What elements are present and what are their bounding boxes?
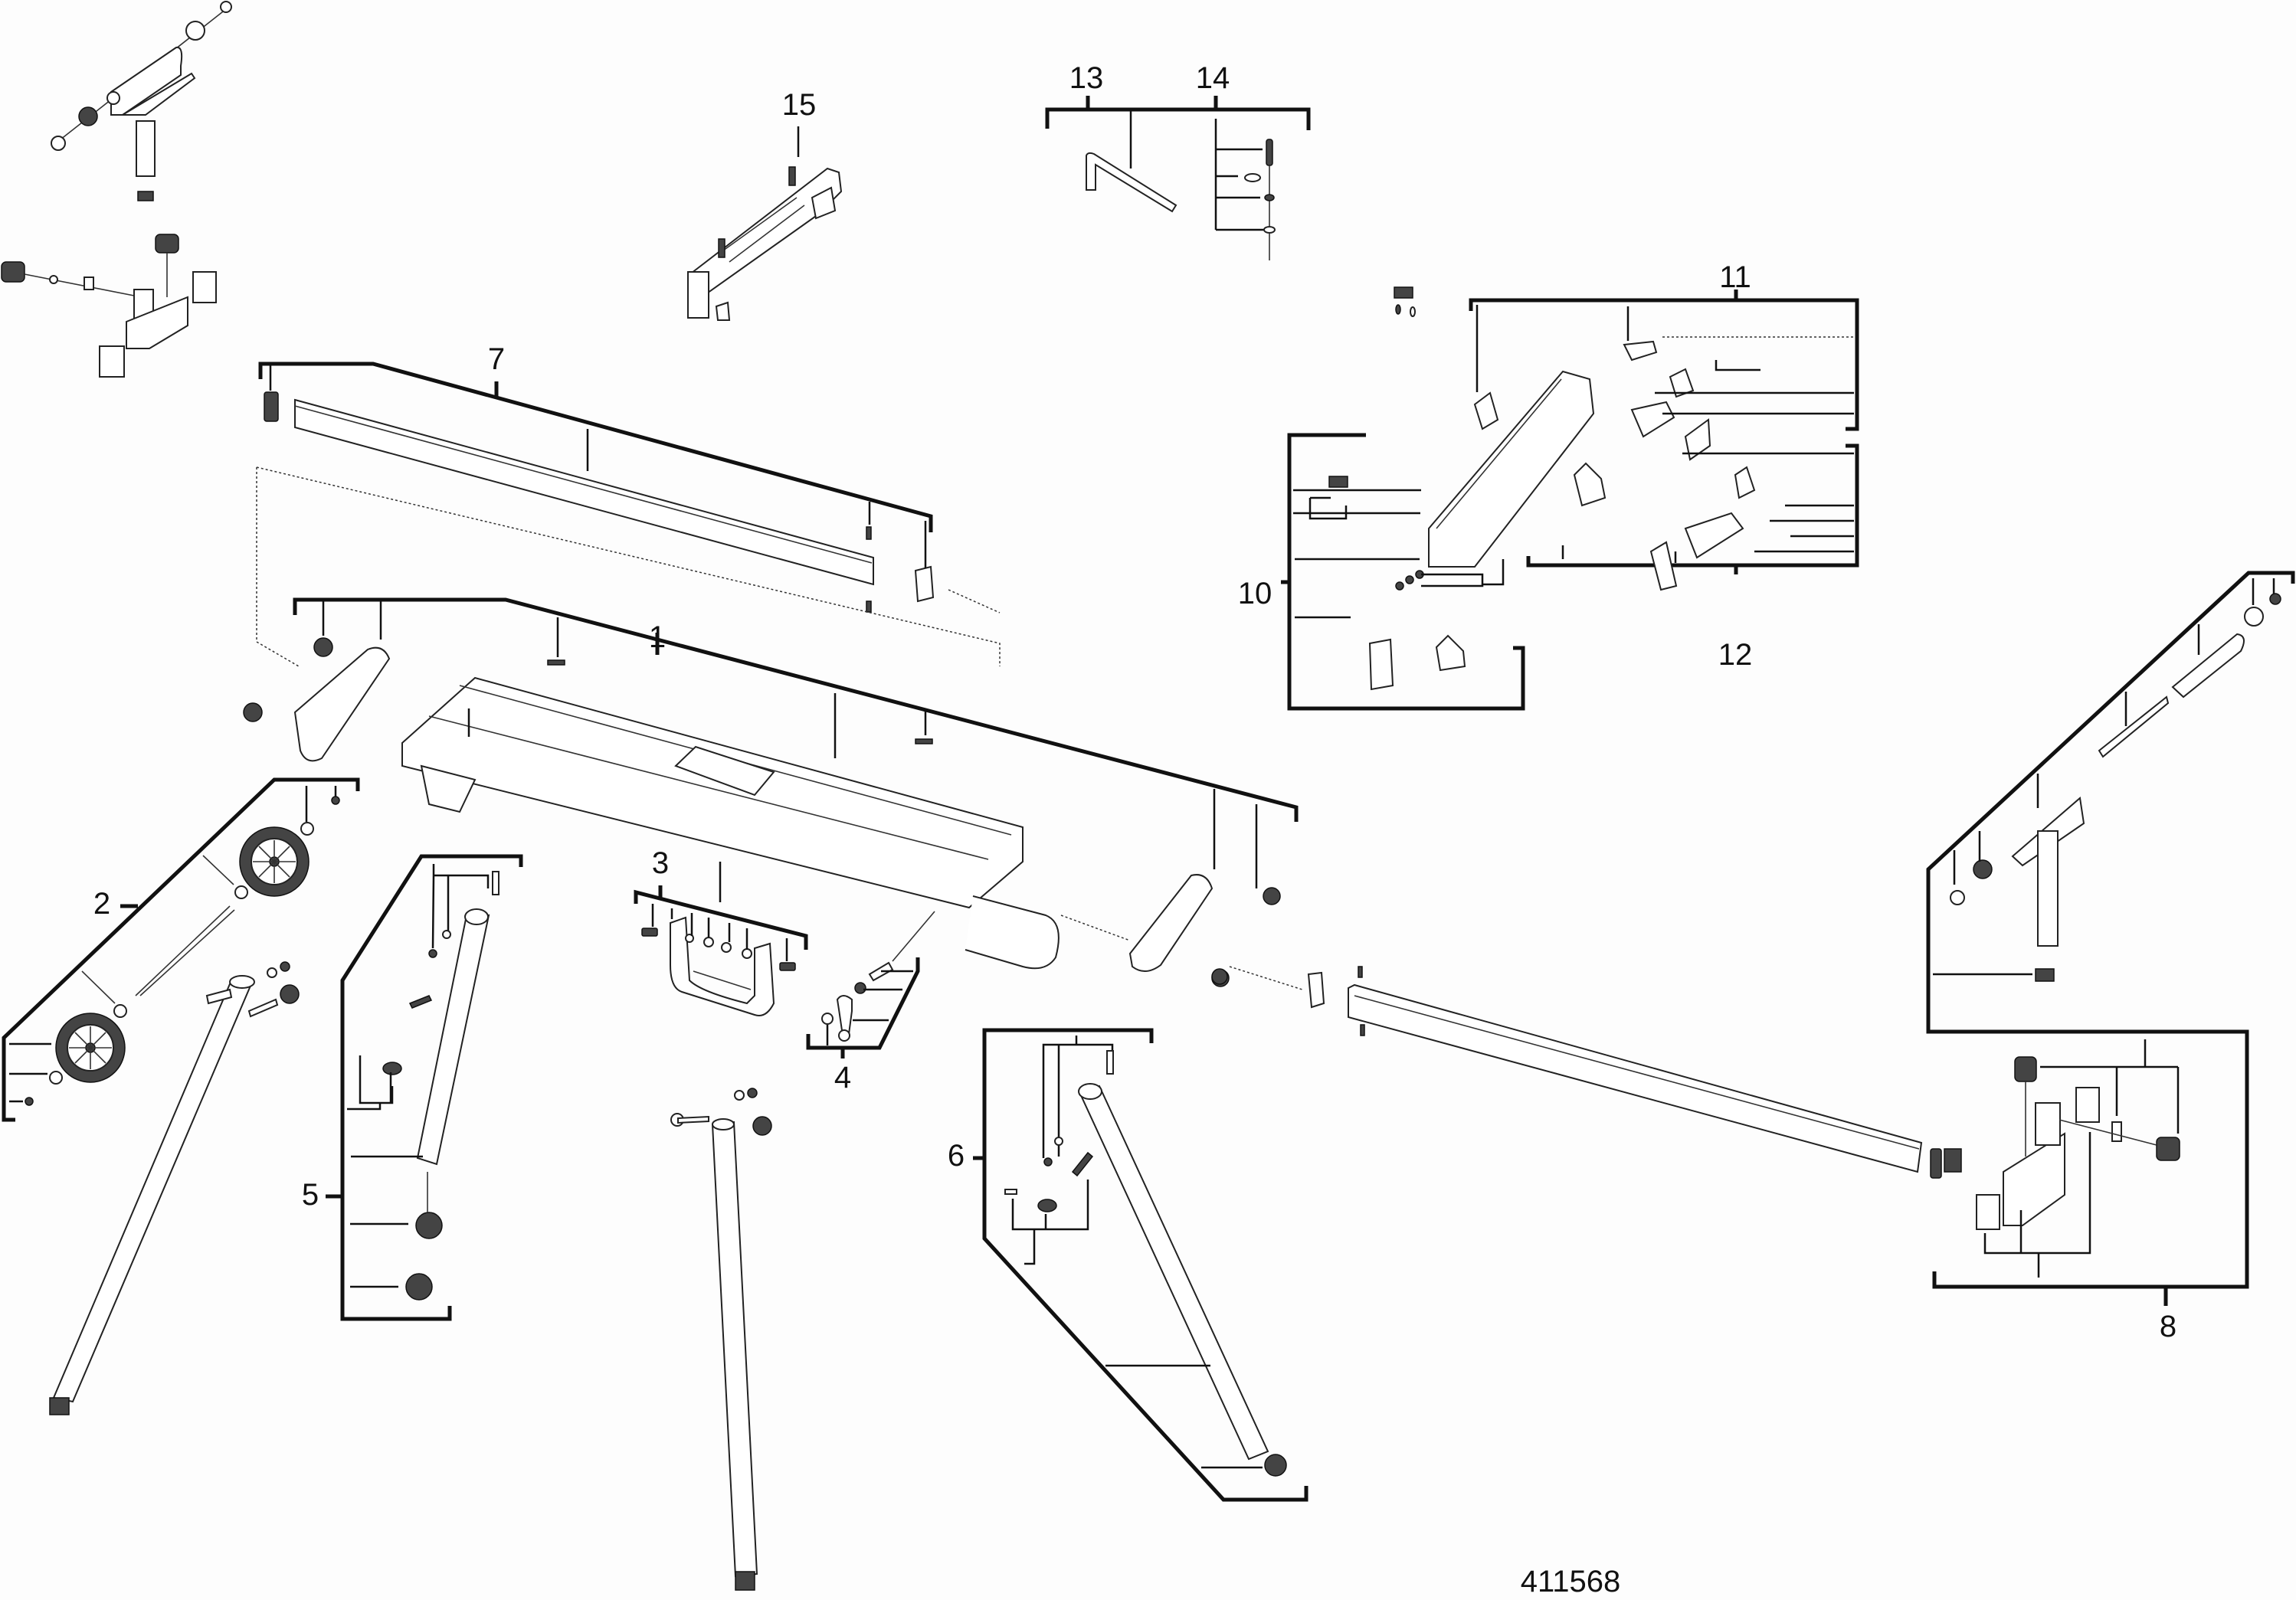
- leg-middle: [670, 1088, 772, 1591]
- part-6-leg-assembly: 6: [948, 1028, 1308, 1502]
- part-3-carry-handle: 3: [634, 846, 808, 1016]
- part-4-lock-lever: 4: [806, 911, 935, 1094]
- callout-2: 2: [93, 887, 110, 921]
- extension-tube-right: [1211, 966, 1942, 1179]
- wheel-icon: [239, 826, 310, 897]
- bracket-knob-assembly-left: [1, 234, 217, 378]
- part-2-wheel-kit: 2: [2, 777, 360, 1122]
- roller-support-top-left: [51, 1, 232, 201]
- callout-14: 14: [1196, 61, 1230, 95]
- part-5-leg-assembly: 5: [302, 854, 523, 1321]
- part-15-mounting-bracket: 15: [687, 88, 843, 321]
- callout-5: 5: [302, 1178, 319, 1212]
- callout-8: 8: [2160, 1310, 2176, 1343]
- drawing-id: 411568: [1521, 1565, 1621, 1598]
- part-8-roller-arm: [1926, 571, 2295, 1019]
- leg-left: [49, 961, 300, 1415]
- callout-11: 11: [1719, 260, 1751, 294]
- part-7-extension-arm: 7: [256, 342, 1001, 667]
- callout-7: 7: [488, 342, 505, 376]
- wheel-icon: [55, 1013, 126, 1083]
- callout-4: 4: [834, 1061, 851, 1094]
- callout-13: 13: [1069, 61, 1104, 95]
- part-8-support-bracket: 8: [1926, 1019, 2249, 1343]
- callout-6: 6: [948, 1139, 965, 1173]
- callout-15: 15: [782, 88, 817, 122]
- part-1-main-beam: 1: [243, 597, 1299, 987]
- callout-12: 12: [1718, 638, 1753, 672]
- part-13-14-hex-key-screws: 13 14: [1045, 61, 1311, 260]
- callout-3: 3: [652, 846, 669, 880]
- part-10-11-12-mounting-hardware: 11 12 10: [1238, 260, 1859, 711]
- callout-10: 10: [1238, 577, 1272, 610]
